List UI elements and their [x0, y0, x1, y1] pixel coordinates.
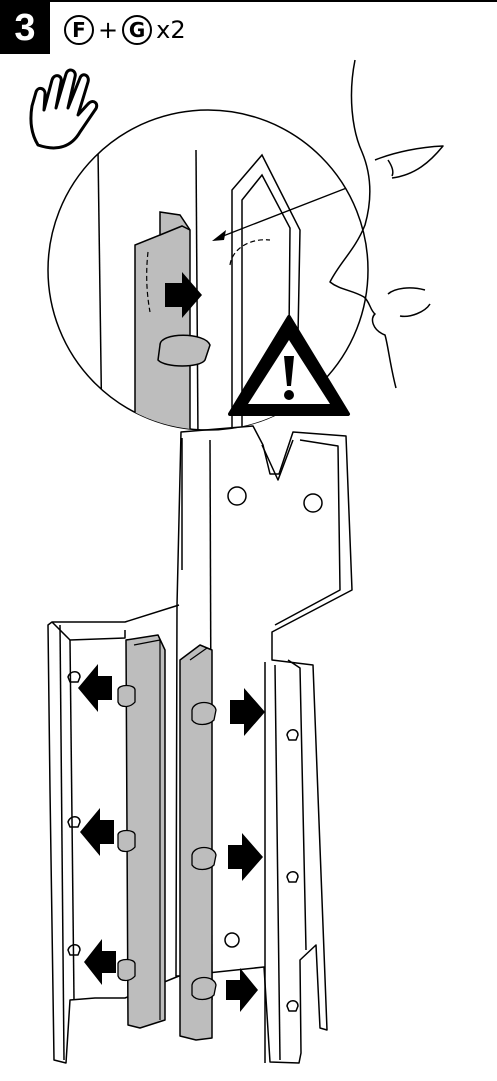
clip-part-g-zoomed [134, 211, 211, 430]
part-f-label: F [64, 15, 94, 45]
quantity-label: x2 [156, 16, 186, 44]
top-rule [0, 0, 497, 2]
arrow-icon [78, 664, 265, 1012]
hand-icon [29, 68, 99, 150]
warning-icon [228, 315, 350, 416]
left-side-panel [47, 604, 180, 1064]
clip-part-f [117, 634, 166, 1029]
part-g-label: G [122, 15, 153, 45]
zoom-detail-circle [47, 109, 369, 431]
parts-quantity-title: F + G x2 [64, 12, 190, 48]
push-arrow-icon [165, 272, 202, 318]
clip-part-g [179, 644, 217, 1041]
plus-sign: + [98, 16, 119, 44]
eye-icon [329, 59, 444, 389]
step-number-badge: 3 [0, 2, 50, 54]
